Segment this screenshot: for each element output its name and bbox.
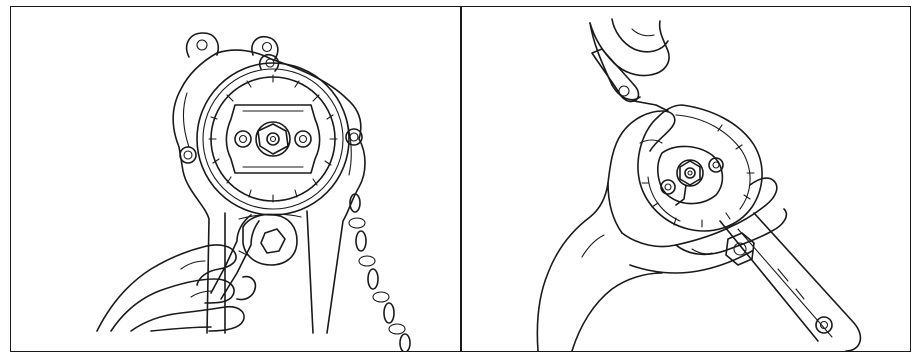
wheel-housing [638, 105, 762, 231]
left-illustration [11, 7, 460, 351]
mounting-lug-left [187, 33, 219, 57]
left-panel [11, 7, 460, 351]
right-panel [462, 7, 910, 351]
lower-hand [537, 111, 786, 351]
frame-arm [720, 213, 860, 351]
side-bolt-left [180, 147, 196, 163]
left-hand [97, 245, 255, 331]
load-chain [349, 194, 410, 351]
screwdriver-tool [592, 49, 668, 111]
hoist-body [173, 50, 365, 333]
mounting-lug-right [252, 37, 279, 71]
right-illustration [462, 7, 910, 351]
wrench [211, 215, 259, 299]
upper-hand [590, 19, 669, 100]
wheel-cover [197, 63, 349, 215]
